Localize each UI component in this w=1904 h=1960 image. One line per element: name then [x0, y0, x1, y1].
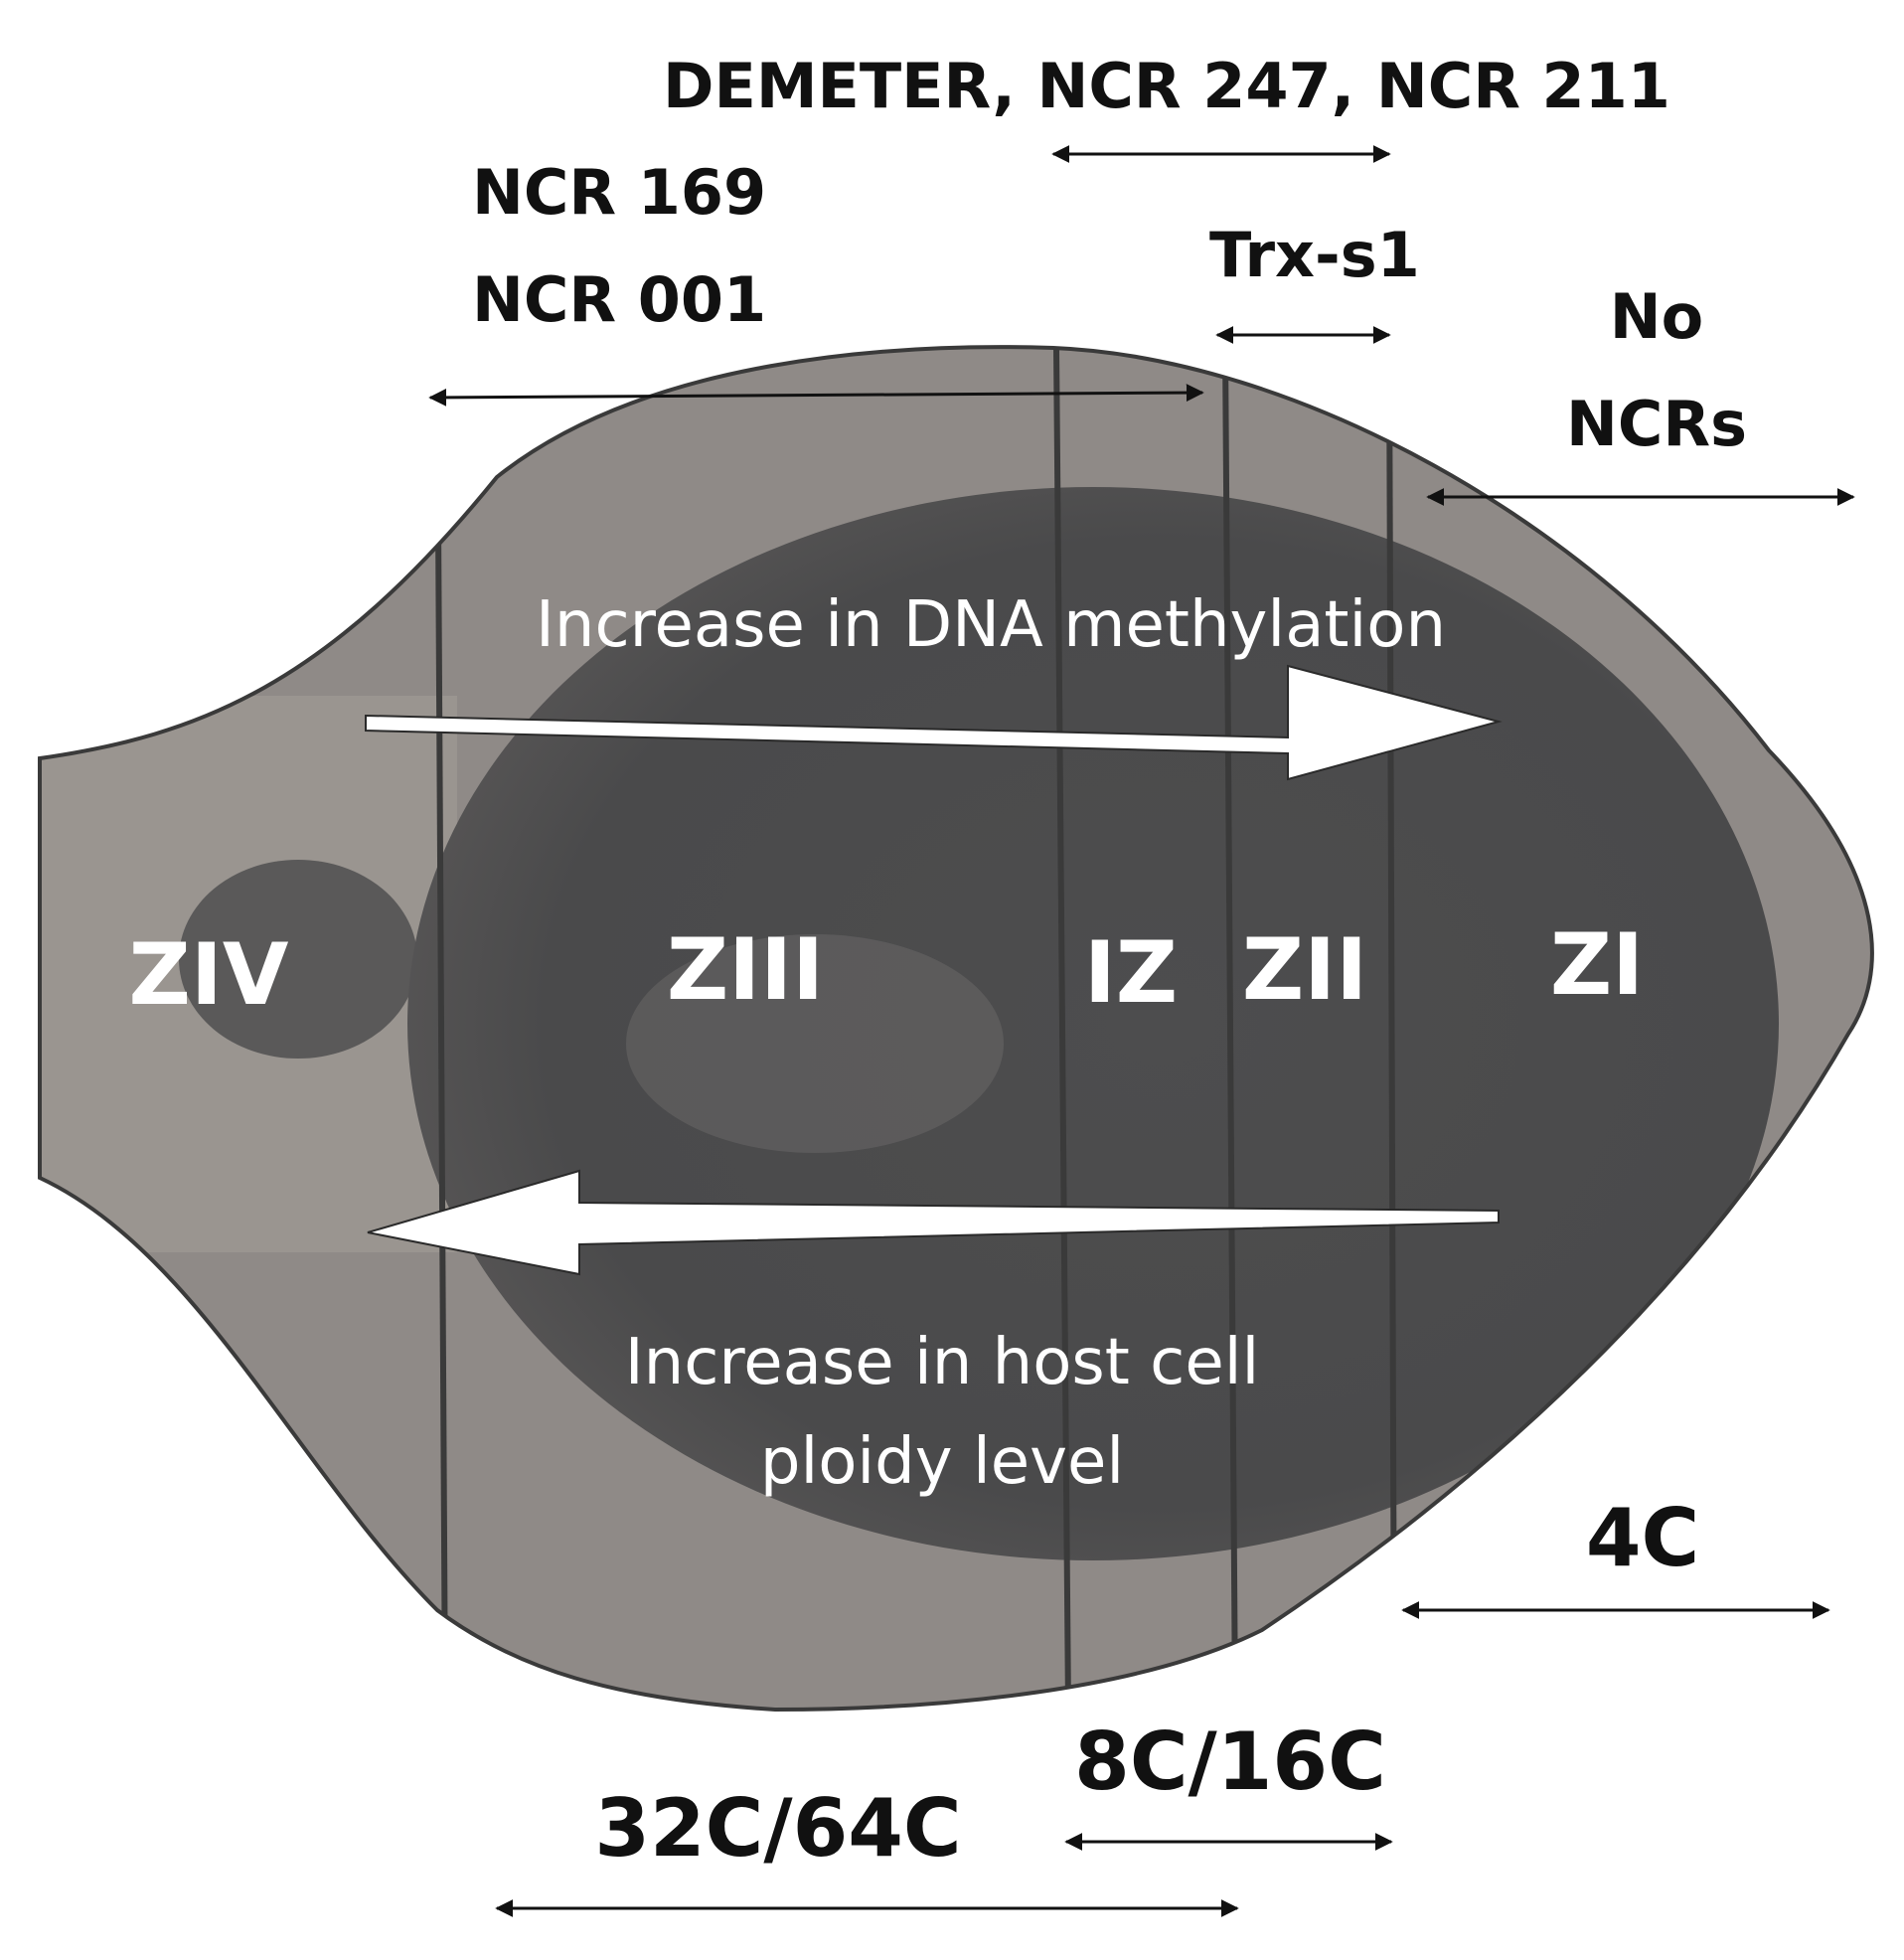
- ncr-001-label: NCR 001: [472, 263, 766, 336]
- ploidy-4c-label: 4C: [1586, 1492, 1699, 1584]
- zone-label-zi: ZI: [1550, 915, 1644, 1015]
- boundary-zii-zi: [1386, 347, 1397, 1711]
- ziv-dark-spot: [179, 860, 417, 1059]
- no-ncrs-label-line1: No: [1610, 280, 1703, 353]
- trx-s1-label: Trx-s1: [1209, 219, 1420, 291]
- ploidy-32c64c-label: 32C/64C: [594, 1782, 961, 1875]
- nodule-inner-core: [407, 487, 1779, 1560]
- ploidy-arrow: [367, 1169, 1500, 1276]
- demeter-ncr-label: DEMETER, NCR 247, NCR 211: [663, 50, 1670, 122]
- zone-label-ziv: ZIV: [129, 925, 289, 1025]
- boundary-ziv-ziii: [434, 347, 448, 1711]
- methylation-label: Increase in DNA methylation: [536, 588, 1446, 662]
- ploidy-label-line2: ploidy level: [760, 1425, 1124, 1499]
- methylation-arrow: [365, 664, 1503, 781]
- zone-label-zii: ZII: [1242, 920, 1367, 1020]
- ncr-169-001-range-arrow: [428, 384, 1204, 407]
- nodule-body: [38, 345, 1874, 1713]
- ncr-169-label: NCR 169: [472, 156, 766, 229]
- zone-label-iz: IZ: [1084, 923, 1178, 1023]
- boundary-ziii-iz: [1053, 347, 1071, 1711]
- zone-label-ziii: ZIII: [667, 920, 824, 1020]
- ploidy-label-line1: Increase in host cell: [625, 1326, 1260, 1399]
- zone-boundaries: [434, 347, 1397, 1711]
- ziii-light-patch: [626, 934, 1004, 1153]
- no-ncrs-label-line2: NCRs: [1566, 388, 1747, 460]
- boundary-iz-zii: [1222, 347, 1238, 1711]
- ploidy-8c16c-label: 8C/16C: [1074, 1715, 1386, 1808]
